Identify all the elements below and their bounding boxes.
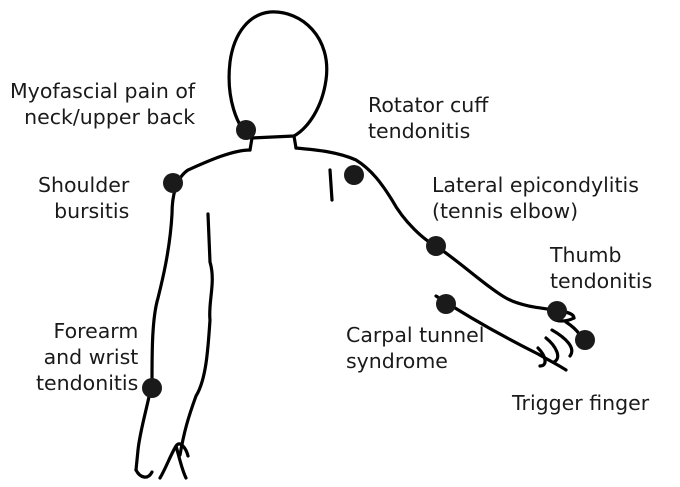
- label-shoulder-bursitis: Shoulder bursitis: [38, 172, 129, 224]
- neck-left: [250, 138, 252, 150]
- label-lateral-epicondylitis-line-2: (tennis elbow): [432, 198, 639, 224]
- left-shoulder-arm-outline: [136, 150, 250, 470]
- label-shoulder-bursitis-line-2: bursitis: [38, 198, 129, 224]
- label-trigger-finger-line-1: Trigger finger: [512, 390, 649, 416]
- label-lateral-epicondylitis: Lateral epicondylitis (tennis elbow): [432, 172, 639, 224]
- label-myofascial-line-1: Myofascial pain of: [10, 78, 195, 104]
- label-forearm-wrist: Forearm and wrist tendonitis: [36, 318, 138, 396]
- label-myofascial: Myofascial pain of neck/upper back: [10, 78, 195, 130]
- label-forearm-wrist-line-1: Forearm: [36, 318, 138, 344]
- marker-trigger-finger: [575, 330, 595, 350]
- label-thumb-line-1: Thumb: [550, 242, 652, 268]
- head-outline: [229, 12, 327, 138]
- label-rotator-cuff-line-1: Rotator cuff: [368, 92, 488, 118]
- neck-right: [294, 136, 296, 148]
- label-trigger-finger: Trigger finger: [512, 390, 649, 416]
- label-forearm-wrist-line-2: and wrist: [36, 344, 138, 370]
- label-rotator-cuff: Rotator cuff tendonitis: [368, 92, 488, 144]
- label-lateral-epicondylitis-line-1: Lateral epicondylitis: [432, 172, 639, 198]
- label-carpal-tunnel-line-2: syndrome: [346, 348, 484, 374]
- label-thumb: Thumb tendonitis: [550, 242, 652, 294]
- marker-thumb: [547, 301, 567, 321]
- label-rotator-cuff-line-2: tendonitis: [368, 118, 488, 144]
- marker-rotator-cuff: [344, 165, 364, 185]
- label-forearm-wrist-line-3: tendonitis: [36, 370, 138, 396]
- left-torso-outline: [180, 214, 212, 455]
- right-hand-outline: [538, 318, 581, 366]
- label-thumb-line-2: tendonitis: [550, 268, 652, 294]
- label-carpal-tunnel-line-1: Carpal tunnel: [346, 322, 484, 348]
- marker-myofascial: [236, 120, 256, 140]
- marker-lateral-epicondylitis: [426, 236, 446, 256]
- marker-carpal-tunnel: [436, 294, 456, 314]
- marker-forearm-wrist: [142, 378, 162, 398]
- label-shoulder-bursitis-line-1: Shoulder: [38, 172, 129, 198]
- label-myofascial-line-2: neck/upper back: [10, 104, 195, 130]
- label-carpal-tunnel: Carpal tunnel syndrome: [346, 322, 484, 374]
- marker-shoulder-bursitis: [163, 173, 183, 193]
